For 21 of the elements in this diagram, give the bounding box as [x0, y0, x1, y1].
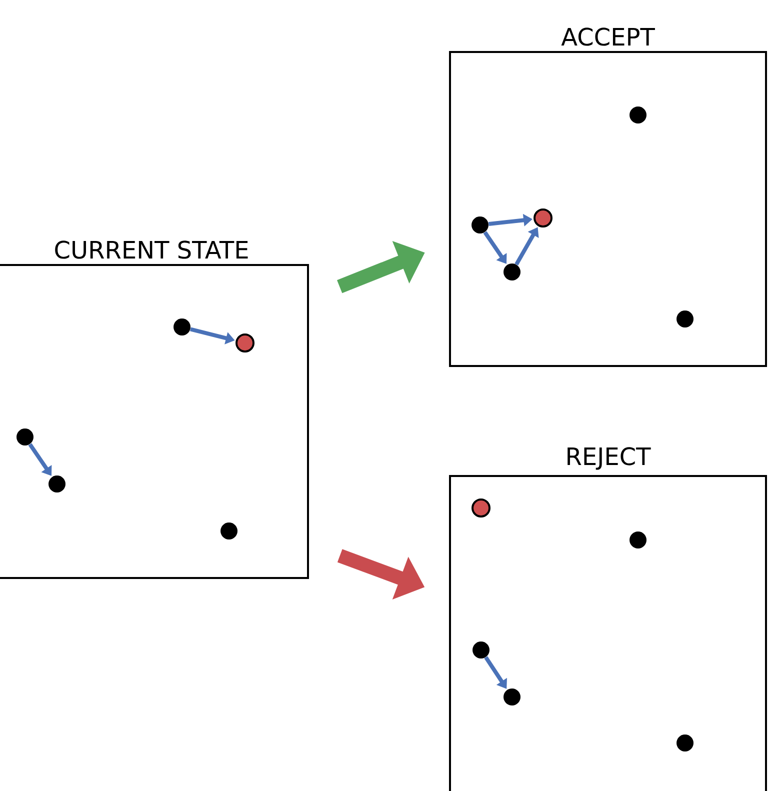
dot — [472, 498, 490, 518]
dot — [236, 334, 254, 352]
state-panel: CURRENT STATE — [0, 240, 309, 579]
dot — [676, 734, 694, 752]
dot — [534, 208, 552, 228]
node-label: REJECT — [568, 447, 651, 470]
dot — [630, 532, 646, 548]
dot — [504, 264, 520, 280]
dot — [630, 106, 646, 124]
node-label: ACCEPT — [561, 28, 655, 46]
dot — [48, 476, 66, 492]
dot — [676, 310, 694, 328]
dot — [16, 428, 34, 446]
dot — [220, 522, 238, 540]
state-panel: REJECT — [449, 447, 767, 791]
node-label: CURRENT STATE — [55, 240, 248, 259]
state-panel: ACCEPT — [449, 28, 767, 367]
dot — [472, 216, 488, 234]
dot — [472, 642, 490, 658]
dot — [504, 688, 520, 706]
dot — [174, 318, 190, 336]
